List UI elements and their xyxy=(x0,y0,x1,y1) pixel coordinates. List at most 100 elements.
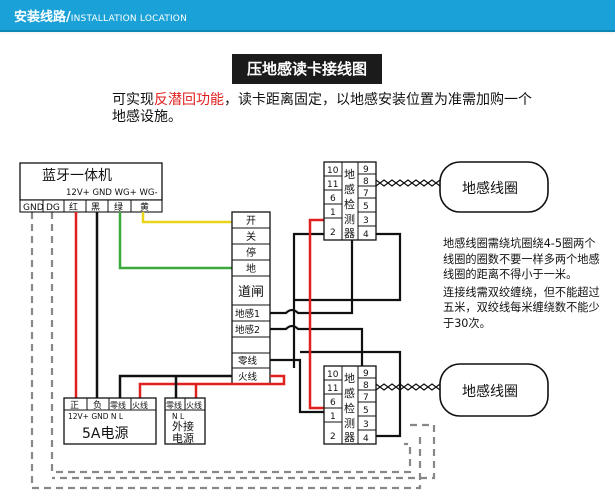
loop-bottom-box xyxy=(439,363,549,417)
detector-bottom-label-4: 测 xyxy=(344,417,355,430)
detector-top-label-1: 地 xyxy=(344,168,355,181)
detector-bottom-pin: 6 xyxy=(330,398,336,408)
gate-terminal-loop2: 地感2 xyxy=(235,324,260,336)
loop-bottom: 地感线圈 xyxy=(375,363,549,417)
reader-terminal-gnd: GND xyxy=(23,203,44,213)
gate-terminal-close: 关 xyxy=(246,230,256,243)
section-title: 安装线路/INSTALLATION LOCATION xyxy=(14,6,187,25)
reader-unit: 蓝牙一体机 12V+ GND WG+ WG- GND DG 红 黑 绿 黄 xyxy=(19,162,163,213)
detector-top-pin: 8 xyxy=(363,177,369,187)
reader-terminal-red: 红 xyxy=(69,201,78,213)
install-notes: 地感线圈需绕坑圈绕4-5圈两个线圈的圈数不要一样多两个地感线圈的距离不得小于一米… xyxy=(443,236,601,333)
reader-box xyxy=(19,162,163,201)
note-loop: 地感线圈需绕坑圈绕4-5圈两个线圈的圈数不要一样多两个地感线圈的距离不得小于一米… xyxy=(443,237,600,281)
loop-top-label: 地感线圈 xyxy=(462,180,518,197)
detector-bottom-pin: 10 xyxy=(327,370,339,380)
wire-live-to-top-detector xyxy=(308,218,324,376)
power-ext-name-2: 电源 xyxy=(172,431,194,445)
detector-top-pin: 6 xyxy=(330,194,336,204)
reader-terminal-black: 黑 xyxy=(91,202,100,213)
detector-bottom-pin: 5 xyxy=(363,406,369,416)
twisted-pair-bottom xyxy=(375,383,441,391)
reader-terminal-strip xyxy=(19,199,163,213)
gate-terminal-loop1: 地感1 xyxy=(235,308,260,320)
detector-bottom-pin: 11 xyxy=(327,384,338,394)
wire-dg-dashed xyxy=(50,212,412,474)
gate-terminal-open: 开 xyxy=(246,216,256,227)
power-ext-name-1: 外接 xyxy=(172,420,194,433)
power-5a-box xyxy=(63,397,157,445)
wire-detector-return-dashed xyxy=(52,423,436,480)
detector-bottom-label-1: 地 xyxy=(344,372,355,385)
gate-box xyxy=(231,211,271,385)
power-5a-name: 5A电源 xyxy=(82,426,128,442)
detector-top-pin: 4 xyxy=(363,230,369,240)
power-5a: 正 负 火线 零线 12V+ GND N L 5A电源 xyxy=(63,397,157,445)
reader-name: 蓝牙一体机 xyxy=(42,168,112,184)
detector-bottom-pin: 2 xyxy=(330,432,336,442)
loop-top: 地感线圈 xyxy=(375,161,549,213)
description-highlight: 反潜回功能 xyxy=(154,92,224,108)
wire-yellow xyxy=(141,212,232,224)
detector-top-pin: 11 xyxy=(327,180,338,190)
detector-bottom-label-2: 感 xyxy=(344,387,355,400)
wire-common-2 xyxy=(294,232,402,302)
detector-top-pin: 7 xyxy=(363,189,369,199)
wire-live-to-5a xyxy=(138,374,286,398)
power-5a-terminal-plus: 正 xyxy=(70,401,79,411)
detector-top-pin: 2 xyxy=(330,228,336,238)
header-underline xyxy=(0,30,615,32)
reader-terminal-dg: DG xyxy=(46,203,60,213)
power-ext-pins: N L xyxy=(172,412,185,421)
twisted-pair-bottom xyxy=(375,383,441,391)
detector-top-pin: 5 xyxy=(363,202,369,212)
detector-wires-black xyxy=(270,232,402,438)
power-5a-terminal-minus: 负 xyxy=(93,399,102,411)
power-5a-pins: 12V+ GND N L xyxy=(68,412,124,421)
dashed-ground-wires xyxy=(30,212,436,490)
twisted-pair-top xyxy=(375,179,441,187)
detector-top-label-2: 感 xyxy=(344,183,355,196)
detector-top-pin: 9 xyxy=(363,165,369,175)
section-title-en: INSTALLATION LOCATION xyxy=(70,14,188,24)
reader-terminal-green: 绿 xyxy=(114,201,123,213)
note-wire: 连接线需双绞缠绕，但不能超过五米，双绞线每米缠绕数不能少于30次。 xyxy=(443,285,600,330)
gate-terminal-live: 火线 xyxy=(238,371,258,383)
wire-neutral-to-detector xyxy=(270,358,324,414)
loop-top-box xyxy=(439,161,549,213)
detector-top-pin: 3 xyxy=(363,216,369,226)
detector-bottom-label-5: 器 xyxy=(344,431,355,444)
detector-top-label-3: 检 xyxy=(344,197,355,211)
detector-bottom-pin: 7 xyxy=(363,393,369,403)
gate-terminal-neutral: 零线 xyxy=(238,355,258,367)
detector-top-box xyxy=(323,161,377,241)
header-band xyxy=(0,0,615,30)
description: 可实现反潜回功能，读卡距离固定，以地感安装位置为准需加购一个地感设施。 xyxy=(112,92,532,126)
power-5a-terminal-live: 火线 xyxy=(132,400,148,410)
twisted-pair-top xyxy=(375,179,441,187)
detector-bottom-pin: 9 xyxy=(363,369,369,379)
detector-top-pin: 10 xyxy=(327,166,339,176)
power-wires-red xyxy=(138,218,324,410)
detector-top-label-4: 测 xyxy=(344,213,355,226)
section-header: 安装线路/INSTALLATION LOCATION xyxy=(0,0,615,34)
loop-bottom-label: 地感线圈 xyxy=(462,383,518,400)
reader-terminal-yellow: 黄 xyxy=(140,201,149,213)
detector-bottom-pin: 8 xyxy=(363,381,369,391)
gate-controller: 开 关 停 地 道闸 地感1 地感2 零线 火线 xyxy=(231,211,271,385)
reader-pins: 12V+ GND WG+ WG- xyxy=(66,188,158,198)
power-ext-terminal-live: 火线 xyxy=(186,400,202,410)
wire-common-1 xyxy=(292,232,324,368)
wire-common-3 xyxy=(300,350,402,438)
detector-bottom-pin: 4 xyxy=(363,434,369,444)
power-external: 零线 火线 N L 外接 电源 xyxy=(164,397,206,445)
detector-bottom-pin: 3 xyxy=(363,420,369,430)
power-ext-terminal-neutral: 零线 xyxy=(166,400,182,410)
detector-top-label-5: 器 xyxy=(344,227,355,240)
description-suffix: ，读卡距离固定，以地感安装位置为准需加购一个地感设施。 xyxy=(112,92,532,125)
detector-top: 10 11 6 1 2 9 8 7 5 3 4 地 感 检 测 器 xyxy=(323,161,377,241)
wire-green xyxy=(118,212,232,270)
detector-bottom-pin: 1 xyxy=(330,412,336,422)
detector-bottom: 10 11 6 1 2 9 8 7 5 3 4 地 感 检 测 器 xyxy=(323,365,377,445)
